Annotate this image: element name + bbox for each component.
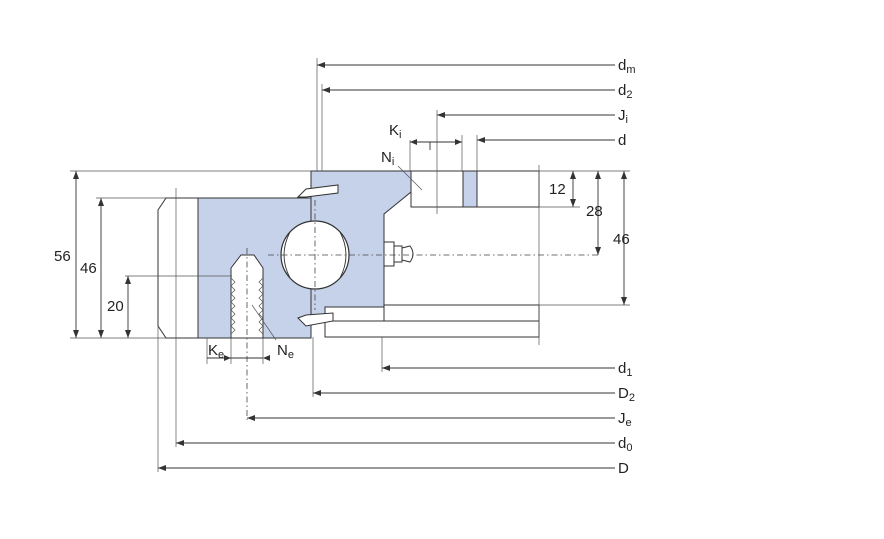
extension-lines xyxy=(70,58,630,472)
label-dm: dm xyxy=(618,57,636,76)
right-dimensions xyxy=(570,171,627,305)
bearing-cross-section xyxy=(125,170,600,420)
label-d2: d2 xyxy=(618,82,632,101)
label-ke: Ke xyxy=(208,342,224,361)
ki-dimension xyxy=(397,139,462,191)
dim-46-right: 46 xyxy=(613,231,630,248)
label-d: d xyxy=(618,132,626,149)
dim-28: 28 xyxy=(586,203,603,220)
lower-seal xyxy=(297,312,334,327)
label-ji: Ji xyxy=(618,107,628,126)
label-d0: d0 xyxy=(618,435,632,454)
inner-ring-bore-step xyxy=(383,304,540,322)
gear-tooth-strip xyxy=(462,170,478,208)
grease-nipple xyxy=(383,241,414,267)
dim-46-left: 46 xyxy=(80,260,97,277)
label-ni: Ni xyxy=(381,149,394,168)
dim-20: 20 xyxy=(107,298,124,315)
dim-12: 12 xyxy=(549,181,566,198)
label-D: D xyxy=(618,460,629,477)
label-d1: d1 xyxy=(618,360,632,379)
ke-dimension xyxy=(207,304,277,361)
label-ne: Ne xyxy=(277,342,294,361)
diameter-leaders xyxy=(158,62,615,471)
inner-ring-bore-step-2 xyxy=(324,320,540,338)
left-dimensions xyxy=(73,171,131,338)
label-ki: Ki xyxy=(389,122,401,141)
dim-56: 56 xyxy=(54,248,71,265)
label-D2: D2 xyxy=(618,385,635,404)
outer-ring-chamfer xyxy=(157,197,199,339)
upper-seal xyxy=(296,184,339,198)
label-je: Je xyxy=(618,410,632,429)
